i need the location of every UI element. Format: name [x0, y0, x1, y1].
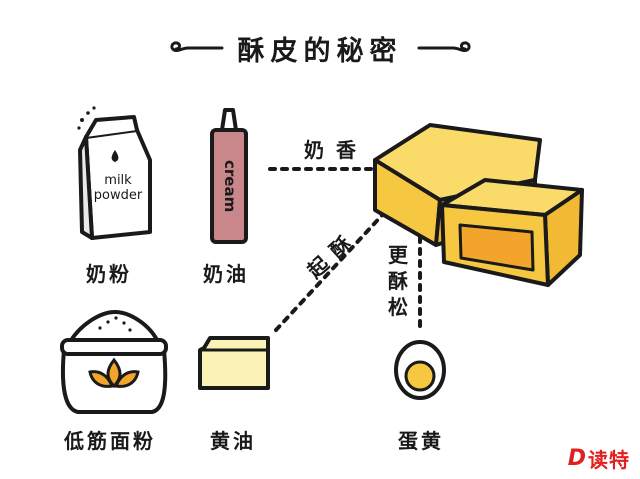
- connector-lines: [268, 167, 422, 334]
- milk-bag-text-2: powder: [94, 188, 143, 203]
- milk-aroma-label: 奶香: [304, 138, 368, 162]
- milk-powder-bag-icon: [77, 106, 152, 240]
- cream-tube-icon: [210, 108, 248, 244]
- butter-block-icon: [198, 336, 270, 390]
- butter-to-pastry-line: [274, 196, 400, 332]
- cream-label: 奶油: [203, 262, 249, 286]
- left-flourish-icon: [169, 41, 223, 53]
- title-bar: 酥皮的秘密: [0, 28, 640, 68]
- brand-watermark: D 读特: [568, 444, 630, 473]
- cream-tube-text: cream: [221, 160, 239, 212]
- more-crumbly-label: 更 酥 松: [386, 242, 410, 320]
- brand-name: 读特: [588, 448, 630, 472]
- egg-yolk-label: 蛋黄: [398, 429, 444, 453]
- flour-sack-icon: [60, 310, 168, 414]
- pastry-small-icon: [440, 178, 584, 287]
- milk-powder-label: 奶粉: [86, 262, 132, 286]
- egg-icon: [394, 340, 446, 400]
- more-crumbly-char-1: 更: [388, 243, 408, 267]
- right-flourish-icon: [417, 41, 471, 53]
- butter-label: 黄油: [210, 429, 256, 453]
- more-crumbly-char-2: 酥: [388, 269, 408, 293]
- page-title: 酥皮的秘密: [237, 35, 403, 67]
- more-crumbly-char-3: 松: [388, 295, 408, 319]
- milk-bag-text-1: milk: [104, 173, 132, 188]
- flour-label: 低筋面粉: [64, 429, 156, 453]
- brand-logo-icon: D: [567, 446, 586, 471]
